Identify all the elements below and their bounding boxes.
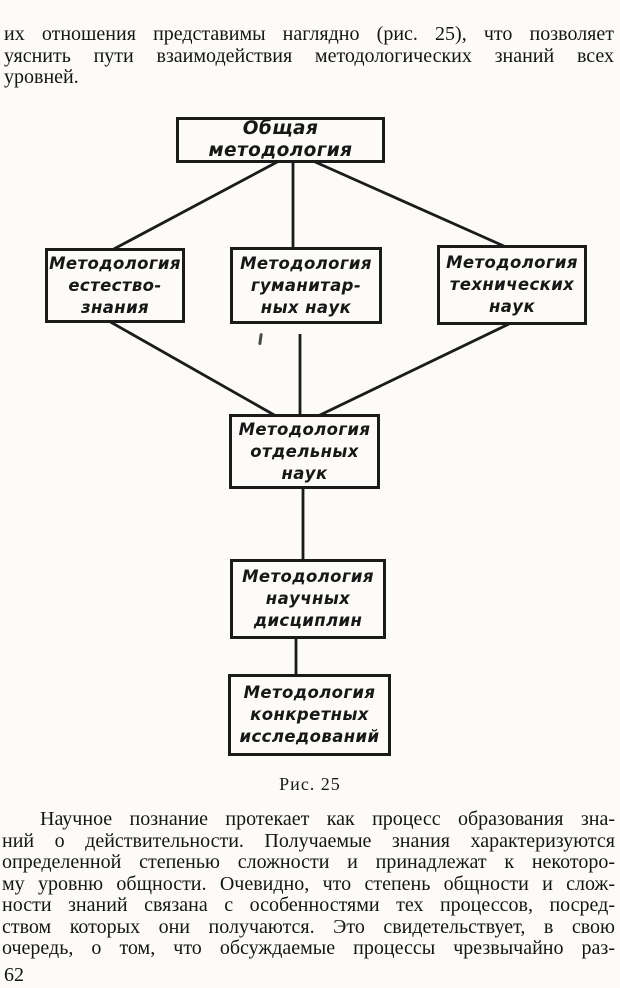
text-line: очередь, о том, что обсуждаемые процессы…	[2, 937, 615, 959]
bottom-paragraph: Научное познание протекает как процесс о…	[2, 808, 615, 960]
text-line: Научное познание протекает как процесс о…	[40, 808, 615, 830]
scan-artifact-mark	[258, 332, 263, 346]
page-number: 62	[4, 964, 24, 986]
figure-caption: Рис. 25	[279, 774, 341, 794]
diagram-box-specific-research-methodology: Методология конкретных исследований	[228, 674, 391, 756]
diagram-box-general-methodology: Общая методология	[176, 117, 385, 163]
diagram-box-individual-sciences-methodology: Методология отдельных наук	[229, 414, 380, 489]
text-line: ством которых они получаются. Это свидет…	[2, 915, 615, 938]
text-line: уяснить пути взаимодействия методологиче…	[4, 44, 614, 67]
text-line: му уровню общности. Очевидно, что степен…	[2, 872, 615, 895]
text-line: уровней.	[4, 66, 79, 88]
text-line: их отношения представимы наглядно (рис. …	[4, 23, 614, 45]
diagram-box-scientific-disciplines-methodology: Методология научных дисциплин	[230, 559, 386, 639]
diagram-box-natural-science-methodology: Методология естество- знания	[45, 248, 185, 323]
text-line: ний о действительности. Получаемые знани…	[2, 829, 615, 852]
diagram-box-technical-sciences-methodology: Методология технических наук	[437, 245, 587, 325]
text-line: ности знаний связана с особенностями тех…	[2, 894, 615, 916]
text-line: определенной степенью сложности и принад…	[2, 851, 615, 873]
top-paragraph: их отношения представимы наглядно (рис. …	[4, 23, 614, 89]
diagram-box-humanities-methodology: Методология гуманитар- ных наук	[230, 247, 382, 324]
